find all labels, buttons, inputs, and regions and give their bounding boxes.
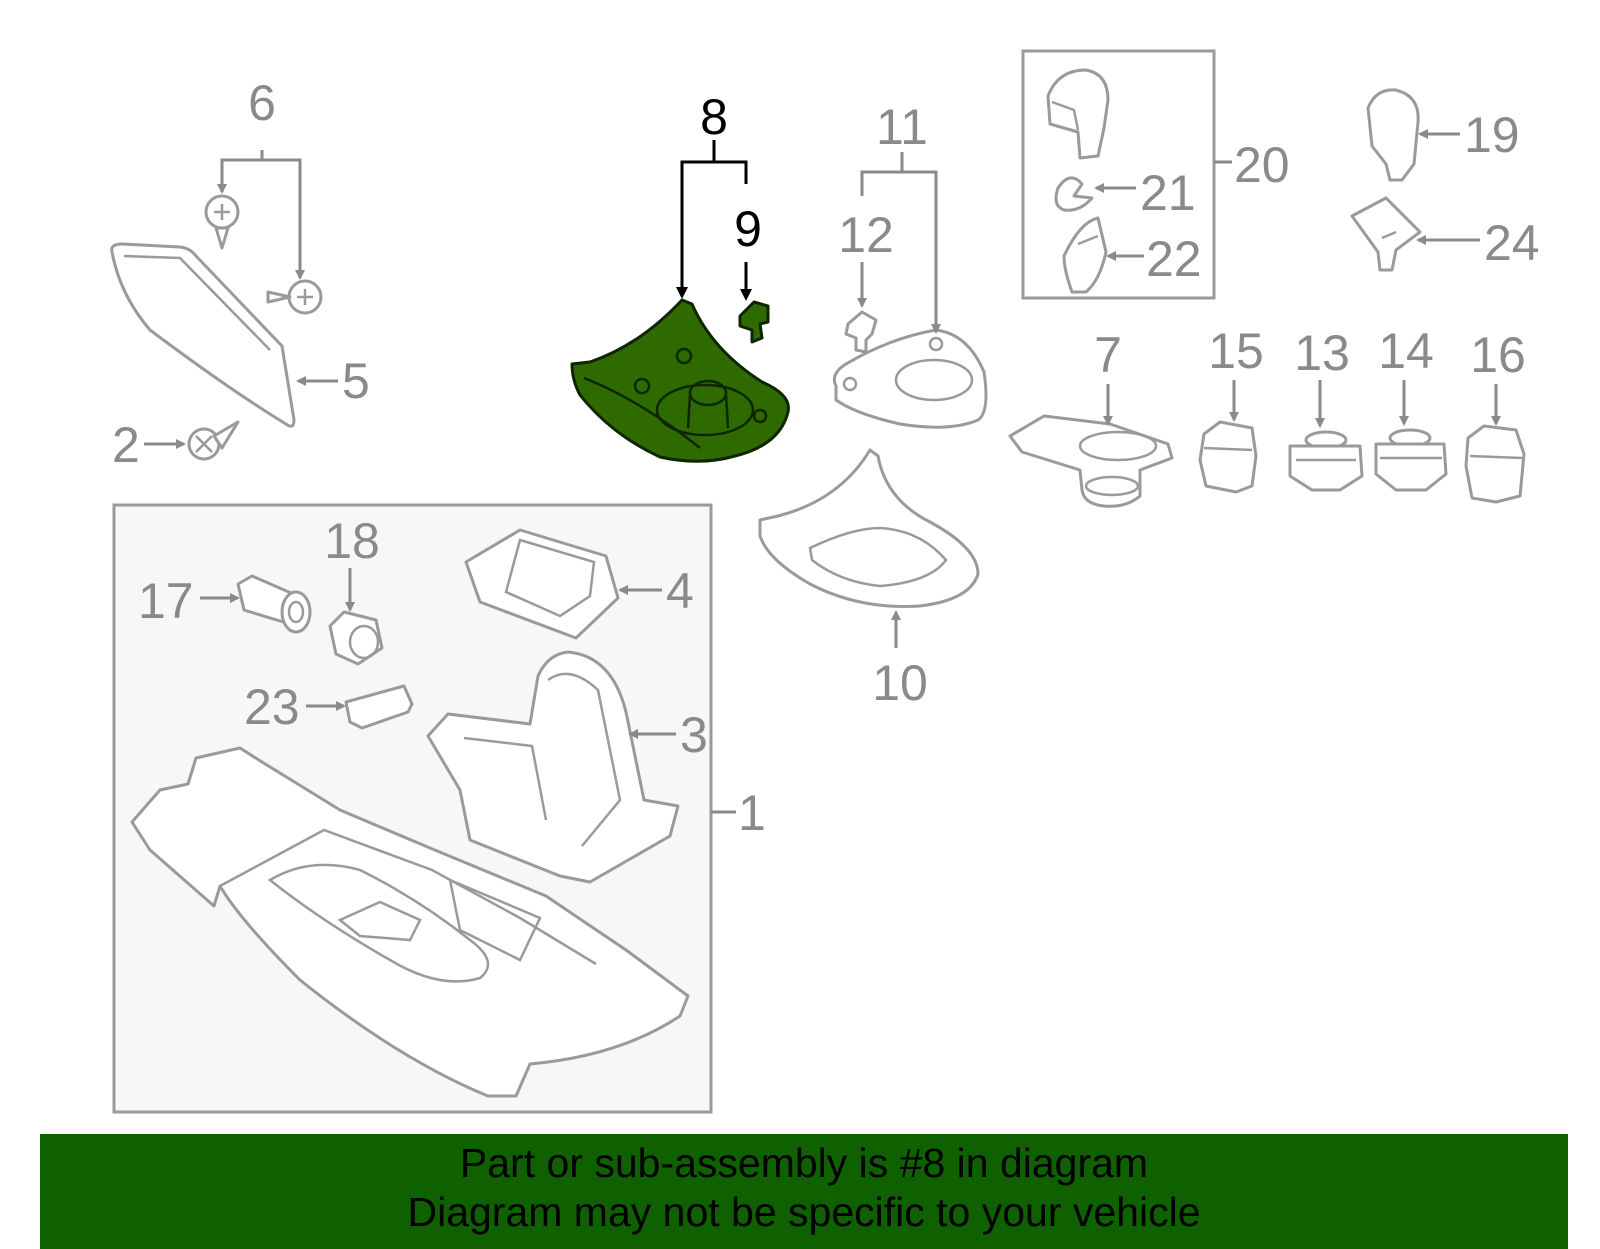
banner-part-note: Part or sub-assembly is #8 in diagram [459,1140,1149,1186]
callout-24: 24 [1484,215,1540,271]
callout-12: 12 [838,207,894,263]
part-8-shifter-bezel [570,298,790,463]
callout-9: 9 [734,201,762,257]
part-11-shift-plate [832,328,988,429]
part-9-clip [738,300,770,344]
callout-5: 5 [342,353,370,409]
callout-14: 14 [1378,323,1434,379]
part-10-trim-frame [758,448,980,608]
callout-21: 21 [1140,165,1196,221]
callout-15: 15 [1208,323,1264,379]
info-banner: Part or sub-assembly is #8 in diagram Di… [40,1134,1568,1249]
callout-17: 17 [138,573,194,629]
callout-19: 19 [1464,107,1520,163]
callout-6: 6 [248,75,276,131]
callout-16: 16 [1470,327,1526,383]
callout-18: 18 [324,513,380,569]
part-24-insert [1350,196,1422,272]
callout-23: 23 [244,679,300,735]
part-16-switch [1464,424,1526,504]
part-19-shift-knob [1366,88,1420,182]
banner-disclaimer: Diagram may not be specific to your vehi… [407,1189,1201,1235]
callout-13: 13 [1294,325,1350,381]
part-15-switch [1198,420,1258,494]
part-23-insert [344,684,414,730]
part-5-side-panel [110,242,296,428]
part-20-shift-knob-assembly [1046,68,1110,294]
callout-11: 11 [876,99,928,155]
callout-10: 10 [872,655,928,711]
part-2-clip [187,420,240,461]
callout-8: 8 [700,89,728,145]
part-12-clip [844,310,878,354]
callout-2: 2 [112,417,140,473]
callout-20: 20 [1234,137,1290,193]
part-13-switch [1288,430,1364,492]
callout-3: 3 [680,707,708,763]
callout-1: 1 [738,785,766,841]
part-3-bracket [426,650,680,884]
part-18-socket-ring [328,610,384,666]
part-7-cup-holder [1008,414,1174,508]
part-1-center-console [130,746,690,1098]
callout-22: 22 [1146,231,1202,287]
part-6-clips [204,194,323,315]
callout-7: 7 [1094,327,1122,383]
part-17-socket [236,574,312,634]
callout-4: 4 [666,563,694,619]
part-4-tray [464,528,620,640]
part-14-switch [1374,428,1448,492]
